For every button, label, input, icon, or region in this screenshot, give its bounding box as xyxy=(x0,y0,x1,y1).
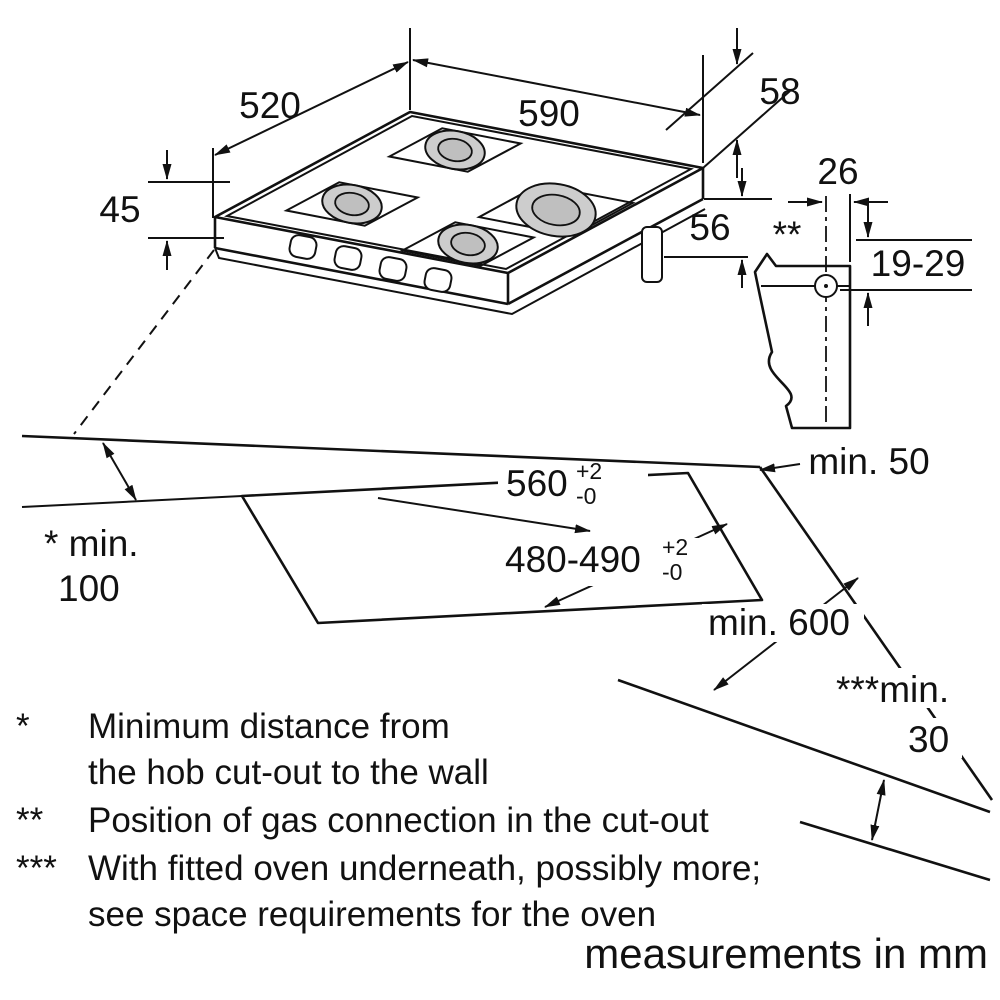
label-gas-depth-range: 19-29 xyxy=(871,243,966,284)
label-bg xyxy=(498,464,648,506)
worktop-back-edge xyxy=(21,434,761,469)
label-cutout-width-sub: -0 xyxy=(576,483,596,509)
footnote-doublestar-marker: ** xyxy=(16,801,44,840)
label-min-wall-1: * min. xyxy=(44,523,139,564)
label-min-wall-2: 100 xyxy=(58,568,120,609)
label-cutout-depth-sup: +2 xyxy=(662,534,688,560)
label-gas-offset: 26 xyxy=(817,151,858,192)
footnote-star-line2: the hob cut-out to the wall xyxy=(88,753,489,792)
label-bg xyxy=(900,718,962,758)
ext-line xyxy=(665,52,754,131)
dim-arrow-min100 xyxy=(102,442,137,501)
units-note: measurements in mm xyxy=(584,930,988,977)
cutout-edge-extension xyxy=(21,495,243,508)
label-min-oven-1: ***min. xyxy=(836,669,949,710)
dim-line-520 xyxy=(214,61,409,156)
hob-leg xyxy=(641,226,663,283)
label-cutout-width: 560 xyxy=(506,463,568,504)
gas-connection-center-dot xyxy=(824,284,828,288)
hob-bottom-tray xyxy=(214,208,706,316)
ext-line xyxy=(702,90,791,169)
footnote-star-line1: Minimum distance from xyxy=(88,707,450,746)
label-hob-width: 590 xyxy=(518,93,580,134)
label-hob-trim: 58 xyxy=(759,71,800,112)
label-bg xyxy=(498,538,713,586)
control-knob-3 xyxy=(378,256,408,282)
burner-right-large xyxy=(515,182,597,238)
control-knob-1 xyxy=(288,234,318,260)
burner-back xyxy=(424,129,486,171)
burner-front xyxy=(437,223,499,265)
oven-edge xyxy=(799,820,991,882)
label-cutout-width-sup: +2 xyxy=(576,458,602,484)
dim-line-590 xyxy=(412,58,701,117)
worktop-front-edge xyxy=(617,678,991,814)
label-gas-marker: ** xyxy=(773,214,802,255)
control-knob-2 xyxy=(333,245,363,271)
footnote-triplestar-line2: see space requirements for the oven xyxy=(88,895,656,934)
label-bg xyxy=(830,668,990,708)
label-min-worktop-depth: min. 600 xyxy=(708,602,850,643)
dim-arrow-min30 xyxy=(870,779,886,841)
hob-front-bottom-edge xyxy=(214,246,509,306)
dimension-labels: 520 590 58 45 56 ** 26 19-29 min. 50 560… xyxy=(44,71,965,760)
leader-arrow-min50 xyxy=(759,463,801,473)
hob-dimensions xyxy=(148,28,791,288)
footnotes: * Minimum distance from the hob cut-out … xyxy=(16,707,988,977)
label-bg xyxy=(702,604,864,642)
footnote-star-marker: * xyxy=(16,707,30,746)
hob xyxy=(213,110,706,316)
control-knob-4 xyxy=(423,267,453,293)
label-cutout-depth: 480-490 xyxy=(505,539,641,580)
label-hob-depth: 520 xyxy=(239,85,301,126)
label-hob-height: 45 xyxy=(99,189,140,230)
hob-right-bottom-edge xyxy=(507,197,704,306)
footnote-triplestar-line1: With fitted oven underneath, possibly mo… xyxy=(88,849,761,888)
footnote-triplestar-marker: *** xyxy=(16,849,57,888)
label-min-rear: min. 50 xyxy=(808,441,929,482)
footnote-doublestar-line1: Position of gas connection in the cut-ou… xyxy=(88,801,709,840)
burner-left xyxy=(321,183,383,225)
label-cutout-depth-sub: -0 xyxy=(662,559,682,585)
hob-projection-dashed-line xyxy=(73,249,215,435)
label-backgrounds xyxy=(498,464,990,758)
label-min-oven-2: 30 xyxy=(908,719,949,760)
label-installation-depth: 56 xyxy=(689,207,730,248)
gas-connection-detail xyxy=(753,194,972,430)
